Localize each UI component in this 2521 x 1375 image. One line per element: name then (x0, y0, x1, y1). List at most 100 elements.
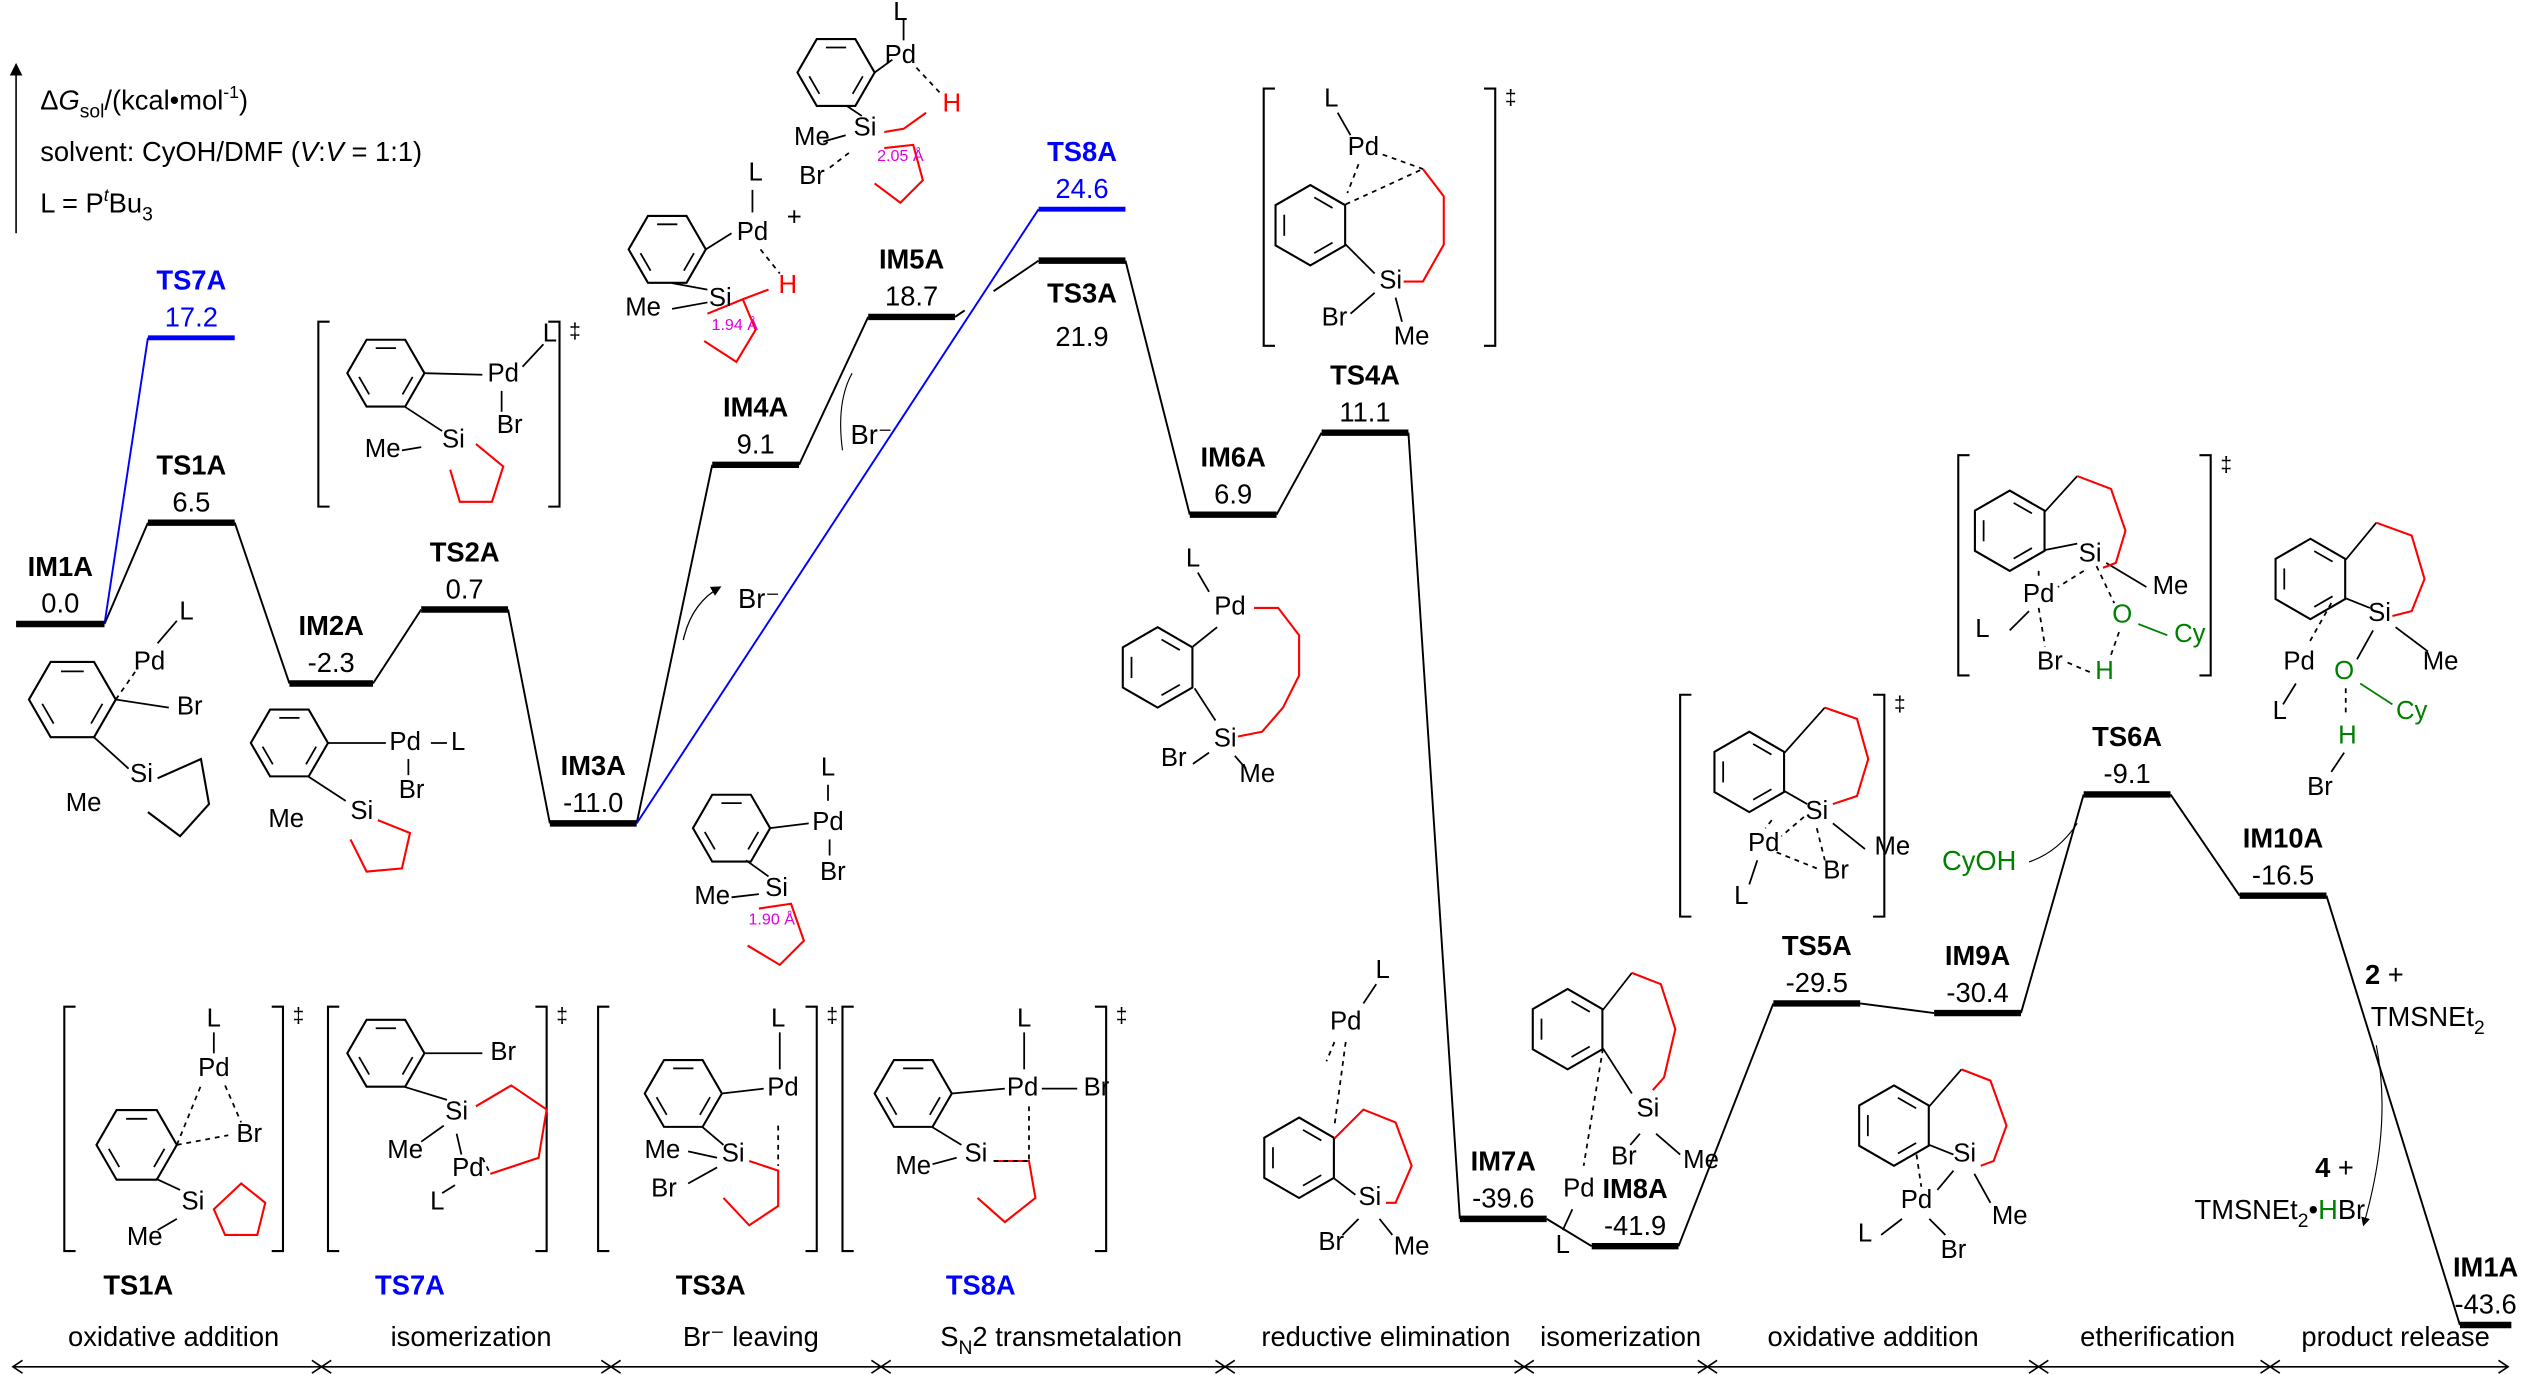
atom-label: L (2273, 697, 2287, 725)
atom-label: Me (645, 1136, 681, 1164)
bond (2044, 475, 2078, 513)
level-name: TS7A (156, 265, 226, 296)
atom-label: Pd (1330, 1008, 1361, 1036)
atom-label: Si (964, 1139, 987, 1167)
bond (1776, 851, 1818, 870)
ring-bonds (884, 111, 927, 134)
bond (1880, 1218, 1903, 1236)
atom-label: L (1376, 956, 1390, 984)
ring-bonds (147, 757, 211, 838)
alternative-connector-line (635, 208, 1040, 824)
atom-label: Pd (2283, 647, 2314, 675)
ring-bonds (349, 819, 412, 873)
alternative-connector-line (103, 337, 149, 625)
atom-label: Si (445, 1098, 468, 1126)
atom-label: Pd (1007, 1073, 1038, 1101)
product-release-arrow (2361, 1045, 2383, 1227)
connector-line (2325, 895, 2461, 1326)
bond (1192, 626, 1218, 648)
phase-label: reductive elimination (1261, 1321, 1510, 1352)
ring-bonds (874, 143, 925, 205)
level-name: TS3A (1047, 277, 1117, 308)
level-name: IM7A (1471, 1146, 1537, 1177)
atom-label: Pd (488, 360, 519, 388)
level-name: TS5A (1782, 930, 1852, 961)
phase-arrowhead (2498, 1359, 2510, 1374)
level-name: IM10A (2243, 822, 2324, 853)
atom-label: Si (1214, 725, 1237, 753)
bond (1928, 1068, 1963, 1107)
connector-line (1860, 1002, 1935, 1015)
atom-label: H (943, 89, 962, 117)
benzene-ring (1858, 1084, 1930, 1168)
bond (874, 58, 893, 74)
bond (932, 1156, 957, 1166)
bond (2044, 542, 2078, 551)
double-bond (1302, 1129, 1322, 1142)
atom-label: 1.94 Å (712, 315, 759, 334)
bond (2308, 602, 2333, 644)
bond (1936, 1170, 1955, 1191)
atom-label: Pd (389, 728, 420, 756)
level-value: -30.4 (1946, 977, 2008, 1008)
double-bond (1302, 1174, 1322, 1187)
phase-arrowhead (2268, 1359, 2281, 1374)
bond (2108, 631, 2120, 660)
bond (2330, 752, 2345, 773)
atom-label: Pd (737, 218, 768, 246)
atom-label: Me (895, 1152, 931, 1180)
phase-label: oxidative addition (1767, 1321, 1978, 1352)
bond (156, 620, 178, 644)
level-name: TS1A (156, 449, 226, 480)
atom-label: Br (1161, 744, 1187, 772)
bond (2037, 607, 2046, 647)
level-name: TS8A (1047, 136, 1117, 167)
double-bond (1313, 196, 1333, 209)
phase-arrowhead (1522, 1359, 1535, 1374)
benzene-ring (691, 793, 772, 863)
atom-label: Br (236, 1120, 262, 1148)
benzene-ring (627, 214, 708, 284)
transition-state-bracket (841, 1005, 1108, 1253)
atom-label: L (1734, 882, 1748, 910)
bond (1832, 822, 1866, 850)
atom-label: Br (1318, 1228, 1344, 1256)
bond (1197, 572, 1210, 593)
double-bond (808, 75, 821, 95)
phase-arrowhead (2037, 1359, 2049, 1374)
level-name: IM3A (561, 750, 627, 781)
double-bond (683, 252, 695, 272)
bond (2345, 522, 2377, 561)
level-value: -16.5 (2252, 859, 2314, 890)
double-bond (1571, 1000, 1591, 1013)
phase-label: SN2 transmetalation (940, 1321, 1182, 1359)
double-bond (851, 75, 864, 95)
bond (702, 1126, 725, 1146)
benzene-ring (2274, 537, 2347, 621)
header: ΔGsol/(kcal•mol-1) solvent: CyOH/DMF (V:… (9, 62, 422, 234)
benzene-ring (643, 1059, 724, 1128)
level-value: 24.6 (1055, 173, 1108, 204)
atom-label: O (2112, 601, 2132, 629)
level-value: 21.9 (1055, 321, 1108, 352)
connector-line (954, 309, 966, 318)
phase-arrowhead (1223, 1359, 1236, 1374)
tmsnet2-hbr-label: TMSNEt2•HBr (2195, 1194, 2366, 1232)
benzene-ring (1274, 183, 1347, 267)
level-value: 6.5 (172, 486, 210, 517)
level-name: TS6A (2092, 721, 2162, 752)
atom-label: Si (181, 1188, 204, 1216)
level-value: -2.3 (308, 647, 355, 678)
ring-bonds (703, 297, 757, 364)
bond (1973, 1173, 1992, 1204)
bond (827, 152, 850, 170)
bond (1655, 1132, 1681, 1156)
benzene-ring (95, 1109, 179, 1181)
atom-label: L (821, 753, 835, 781)
